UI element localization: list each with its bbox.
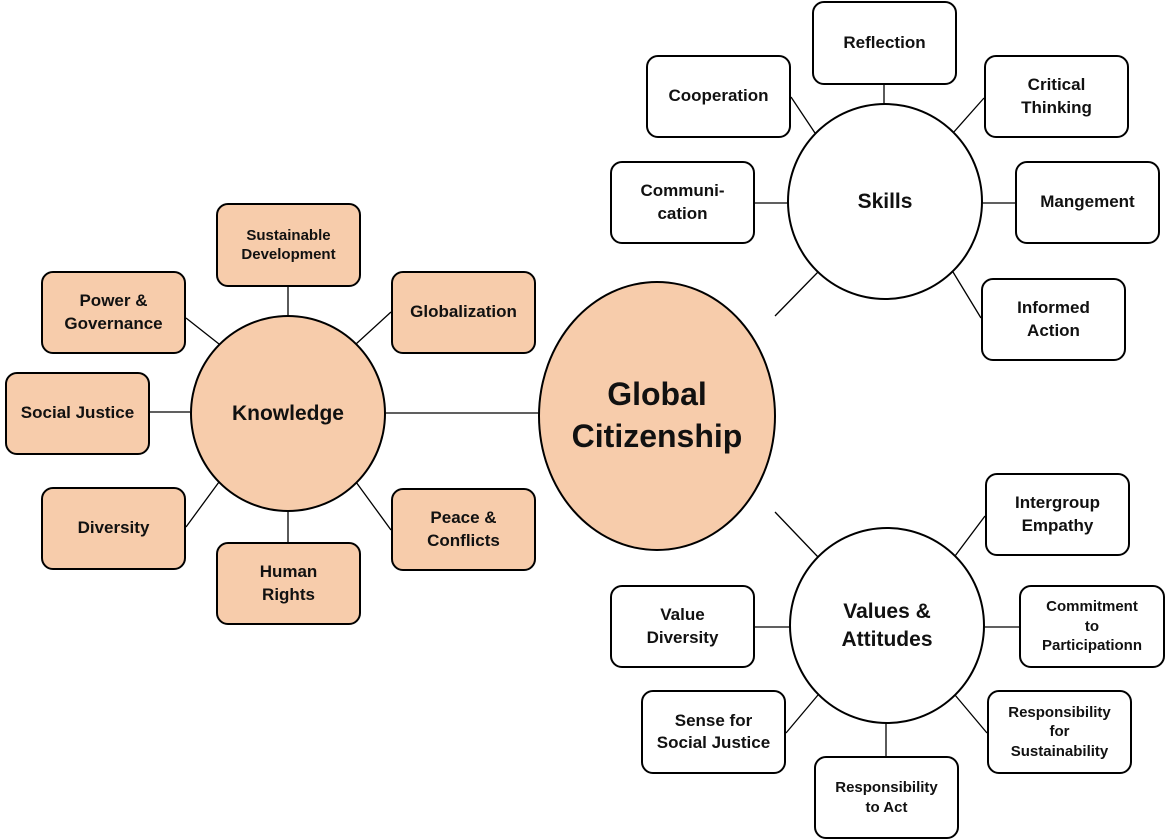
hub-knowledge-label: Knowledge <box>231 401 344 425</box>
hub-knowledge: Knowledge <box>190 315 386 512</box>
box-cooperation-label: Cooperation <box>668 86 769 106</box>
box-sustainable-development-label: Sustainable Development <box>241 226 336 264</box>
box-responsibility-to-act-label: Responsibility to Act <box>835 779 938 816</box>
box-peace-conflicts-label: Peace & Conflicts <box>427 508 500 550</box>
box-informed-action-label: Informed Action <box>1017 298 1090 340</box>
box-intergroup-empathy-label: Intergroup Empathy <box>1015 493 1100 535</box>
box-human-rights: Human Rights <box>216 542 361 625</box>
hub-values-label: Values & Attitudes <box>841 600 933 651</box>
box-social-justice: Social Justice <box>5 372 150 455</box>
box-value-diversity-label: Value Diversity <box>646 605 719 647</box>
box-power-governance-label: Power & Governance <box>64 291 163 333</box>
box-responsibility-sustainability: Responsibility for Sustainability <box>987 690 1132 774</box>
box-reflection-label: Reflection <box>843 32 926 52</box>
box-management: Mangement <box>1015 161 1160 244</box>
box-peace-conflicts: Peace & Conflicts <box>391 488 536 571</box>
hub-skills-label: Skills <box>857 189 913 213</box>
box-power-governance: Power & Governance <box>41 271 186 354</box>
box-sense-social-justice-label: Sense for Social Justice <box>656 710 771 752</box>
box-critical-thinking: Critical Thinking <box>984 55 1129 138</box>
box-diversity: Diversity <box>41 487 186 570</box>
box-sense-social-justice: Sense for Social Justice <box>641 690 786 774</box>
center-circle: Global Citizenship <box>538 281 776 551</box>
box-responsibility-sustainability-label: Responsibility for Sustainability <box>1008 703 1111 760</box>
box-social-justice-label: Social Justice <box>20 403 135 423</box>
box-commitment-participation-label: Commitment to Participationn <box>1041 598 1142 655</box>
connector-center-skills <box>774 271 819 317</box>
box-responsibility-to-act: Responsibility to Act <box>814 756 959 839</box>
box-cooperation: Cooperation <box>646 55 791 138</box>
box-globalization: Globalization <box>391 271 536 354</box>
box-communication: Communi- cation <box>610 161 755 244</box>
hub-values: Values & Attitudes <box>789 527 985 724</box>
box-intergroup-empathy: Intergroup Empathy <box>985 473 1130 556</box>
box-commitment-participation: Commitment to Participationn <box>1019 585 1165 668</box>
center-label: Global Citizenship <box>571 376 743 454</box>
box-critical-thinking-label: Critical Thinking <box>1021 75 1092 117</box>
box-diversity-label: Diversity <box>77 518 150 538</box>
box-sustainable-development: Sustainable Development <box>216 203 361 287</box>
hub-skills: Skills <box>787 103 983 300</box>
box-informed-action: Informed Action <box>981 278 1126 361</box>
box-communication-label: Communi- cation <box>640 181 725 223</box>
box-globalization-label: Globalization <box>410 302 517 322</box>
box-reflection: Reflection <box>812 1 957 85</box>
box-management-label: Mangement <box>1040 192 1135 212</box>
box-human-rights-label: Human Rights <box>259 562 318 604</box>
box-value-diversity: Value Diversity <box>610 585 755 668</box>
connector-center-values <box>774 511 819 558</box>
